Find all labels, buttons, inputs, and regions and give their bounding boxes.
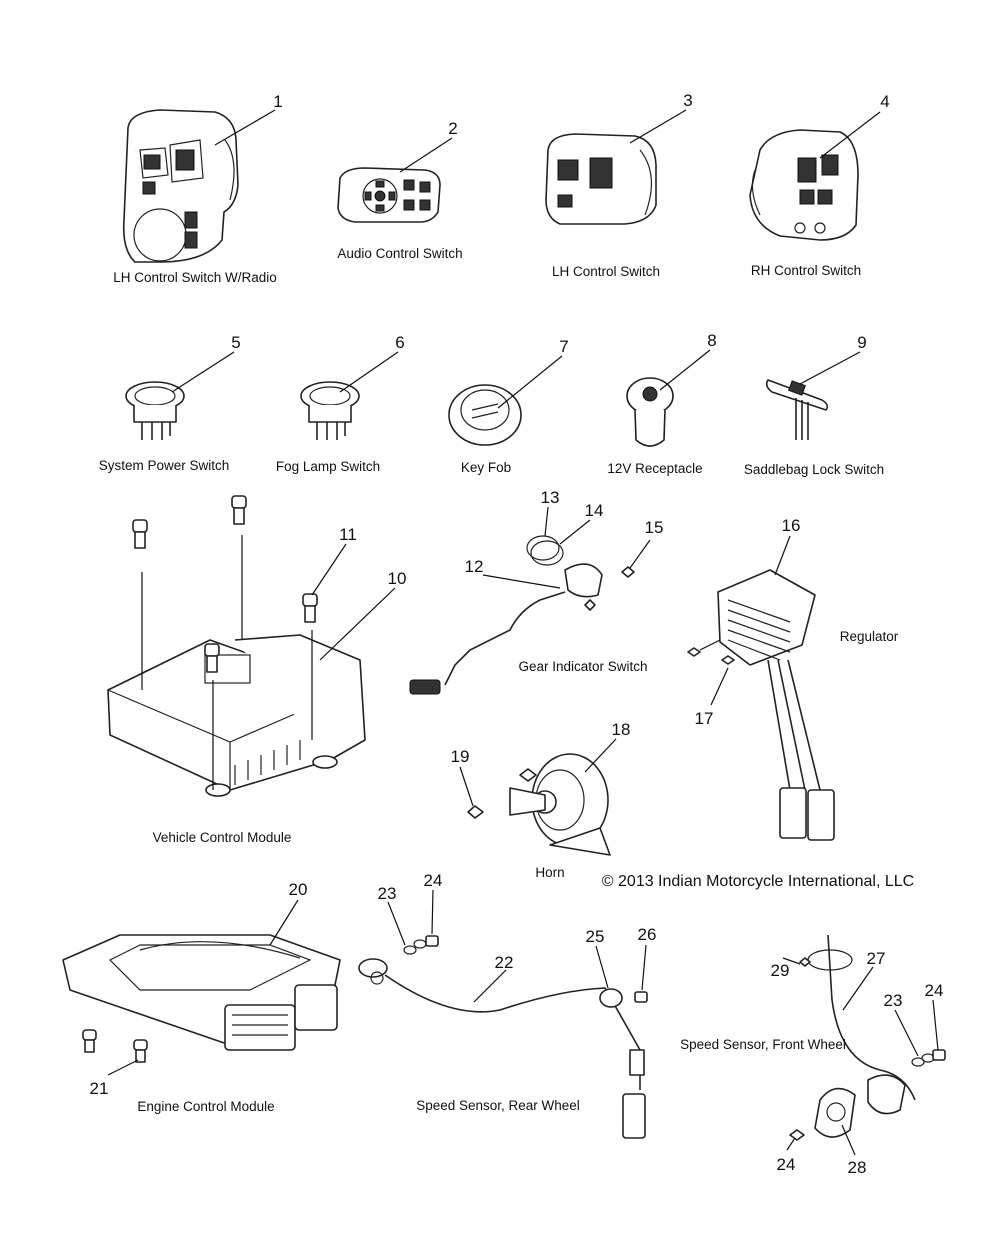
label-saddlebag-lock-switch: Saddlebag Lock Switch bbox=[744, 462, 884, 477]
system-power-switch-drawing bbox=[125, 381, 185, 440]
callout-21: 21 bbox=[90, 1079, 109, 1098]
callout-7: 7 bbox=[559, 337, 568, 356]
callout-9: 9 bbox=[857, 333, 866, 352]
leader-lines bbox=[107, 109, 939, 1156]
gear-indicator-switch-drawing bbox=[409, 535, 635, 695]
audio-control-switch-drawing bbox=[337, 167, 441, 223]
callout-16: 16 bbox=[782, 516, 801, 535]
label-rh-control-switch: RH Control Switch bbox=[751, 263, 861, 278]
label-lh-control-switch-radio: LH Control Switch W/Radio bbox=[113, 270, 277, 285]
callout-12: 12 bbox=[465, 557, 484, 576]
callout-3: 3 bbox=[683, 91, 692, 110]
callout-14: 14 bbox=[585, 501, 604, 520]
label-vehicle-control-module: Vehicle Control Module bbox=[153, 830, 292, 845]
key-fob-drawing bbox=[448, 384, 522, 446]
label-speed-sensor-front: Speed Sensor, Front Wheel bbox=[680, 1037, 846, 1052]
callout-23: 23 bbox=[378, 884, 397, 903]
lh-control-switch-drawing bbox=[545, 133, 657, 225]
rh-control-switch-drawing bbox=[749, 129, 859, 241]
callout-15: 15 bbox=[645, 518, 664, 537]
label-regulator: Regulator bbox=[840, 629, 899, 644]
callout-6: 6 bbox=[395, 333, 404, 352]
label-12v-receptacle: 12V Receptacle bbox=[607, 461, 702, 476]
label-key-fob: Key Fob bbox=[461, 460, 511, 475]
callout-13: 13 bbox=[541, 488, 560, 507]
callout-20: 20 bbox=[289, 880, 308, 899]
vehicle-control-module-drawing bbox=[107, 495, 366, 797]
engine-control-module-drawing bbox=[62, 934, 341, 1063]
regulator-drawing bbox=[687, 569, 835, 841]
callout-4: 4 bbox=[880, 92, 889, 111]
label-gear-indicator-switch: Gear Indicator Switch bbox=[518, 659, 647, 674]
label-audio-control-switch: Audio Control Switch bbox=[337, 246, 462, 261]
callout-28: 28 bbox=[848, 1158, 867, 1177]
callout-24-front-top: 24 bbox=[925, 981, 944, 1000]
callout-17: 17 bbox=[695, 709, 714, 728]
callout-5: 5 bbox=[231, 333, 240, 352]
saddlebag-lock-switch-drawing bbox=[765, 379, 829, 440]
label-engine-control-module: Engine Control Module bbox=[137, 1099, 274, 1114]
callout-25: 25 bbox=[586, 927, 605, 946]
callout-8: 8 bbox=[707, 331, 716, 350]
callout-2: 2 bbox=[448, 119, 457, 138]
horn-drawing bbox=[467, 753, 611, 856]
callout-1: 1 bbox=[273, 92, 282, 111]
callout-18: 18 bbox=[612, 720, 631, 739]
callout-26: 26 bbox=[638, 925, 657, 944]
callout-23-front: 23 bbox=[884, 991, 903, 1010]
lh-control-switch-radio-drawing bbox=[122, 109, 239, 263]
copyright-notice: © 2013 Indian Motorcycle International, … bbox=[602, 873, 914, 890]
12v-receptacle-drawing bbox=[626, 377, 674, 447]
label-fog-lamp-switch: Fog Lamp Switch bbox=[276, 459, 380, 474]
callout-27: 27 bbox=[867, 949, 886, 968]
callout-24-front-bottom: 24 bbox=[777, 1155, 796, 1174]
label-horn: Horn bbox=[535, 865, 564, 880]
callout-22: 22 bbox=[495, 953, 514, 972]
callout-24: 24 bbox=[424, 871, 443, 890]
part-numbers: 1 2 3 4 5 6 7 8 9 10 11 12 13 14 15 16 1… bbox=[90, 91, 944, 1177]
label-lh-control-switch: LH Control Switch bbox=[552, 264, 660, 279]
label-speed-sensor-rear: Speed Sensor, Rear Wheel bbox=[416, 1098, 580, 1113]
callout-29: 29 bbox=[771, 961, 790, 980]
label-system-power-switch: System Power Switch bbox=[99, 458, 230, 473]
fog-lamp-switch-drawing bbox=[300, 381, 360, 440]
callout-10: 10 bbox=[388, 569, 407, 588]
callout-19: 19 bbox=[451, 747, 470, 766]
part-labels: LH Control Switch W/Radio Audio Control … bbox=[99, 246, 914, 1114]
speed-sensor-rear-drawing bbox=[358, 935, 648, 1139]
callout-11: 11 bbox=[339, 525, 357, 544]
